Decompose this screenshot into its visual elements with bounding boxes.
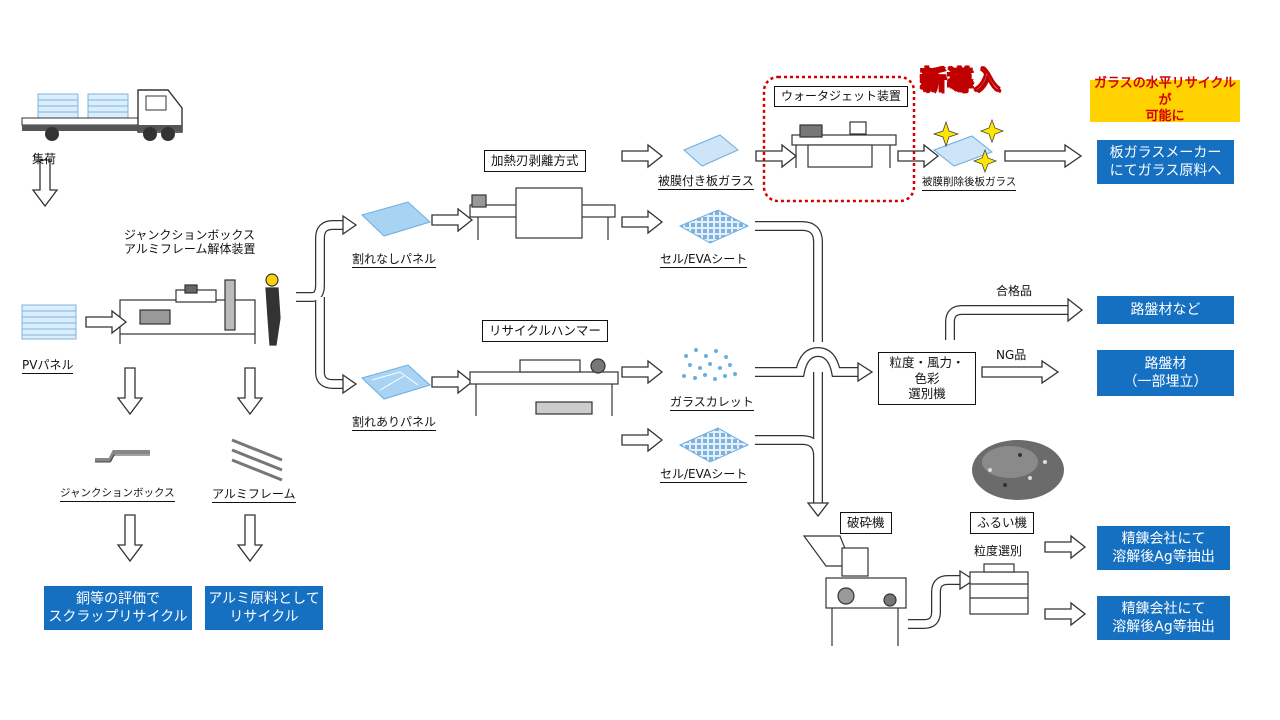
decoated-glass-image <box>932 118 1005 174</box>
output-roadbed-line1: 路盤材 <box>1144 355 1187 372</box>
crusher-machine <box>802 535 907 646</box>
highlight-line2: 可能に <box>1145 109 1185 125</box>
sieve-machine <box>969 563 1029 615</box>
label-crusher: 破砕機 <box>840 512 892 534</box>
output-copper-line1: 銅等の評価で <box>76 590 160 607</box>
label-cell-eva-2: セル/EVAシート <box>660 467 748 484</box>
label-pass: 合格品 <box>996 284 1033 298</box>
label-ng: NG品 <box>996 348 1027 362</box>
output-smelter-b-line1: 精錬会社にて <box>1121 600 1206 617</box>
broken-panel-image <box>361 364 431 400</box>
output-alu-line2: リサイクル <box>229 609 299 625</box>
output-smelter-a-line2: 溶解後Ag等抽出 <box>1112 549 1215 565</box>
output-roadbed: 路盤材 （一部埋立） <box>1097 350 1234 396</box>
label-new-intro: 新導入 <box>919 66 1002 97</box>
label-pv-panel: PVパネル <box>22 358 74 375</box>
highlight-banner: ガラスの水平リサイクルが 可能に <box>1090 76 1240 124</box>
label-coated-glass: 被膜付き板ガラス <box>658 174 754 191</box>
label-broken-panel: 割れありパネル <box>352 415 437 432</box>
output-smelter-a: 精錬会社にて 溶解後Ag等抽出 <box>1097 526 1230 570</box>
unbroken-panel-image <box>361 201 431 237</box>
output-smelter-b: 精錬会社にて 溶解後Ag等抽出 <box>1097 596 1230 640</box>
label-decoated-glass: 被膜削除後板ガラス <box>922 176 1017 191</box>
label-junction-box: ジャンクションボックス <box>60 487 175 502</box>
output-copper-line2: スクラップリサイクル <box>48 609 188 625</box>
cell-eva-image-2 <box>678 427 750 463</box>
truck-illustration <box>21 89 183 141</box>
output-roadbed-line2: （一部埋立） <box>1123 374 1208 390</box>
waterjet-machine <box>791 121 897 168</box>
label-sorter-line2: 選別機 <box>908 386 946 402</box>
disassembly-machine <box>119 273 281 346</box>
aluminum-frame-icon <box>231 438 283 482</box>
label-collection: 集荷 <box>32 152 57 166</box>
output-smelter-a-line1: 精錬会社にて <box>1121 530 1206 547</box>
output-glass-maker-line1: 板ガラスメーカー <box>1109 144 1222 161</box>
label-sieve: ふるい機 <box>970 512 1035 534</box>
output-copper-scrap: 銅等の評価で スクラップリサイクル <box>44 586 192 630</box>
highlight-line1: ガラスの水平リサイクルが <box>1093 75 1237 108</box>
label-unbroken-panel: 割れなしパネル <box>352 252 437 269</box>
output-roadbed-etc-text: 路盤材など <box>1130 301 1201 318</box>
heated-blade-machine <box>469 187 616 240</box>
glass-cullet-image <box>682 348 737 381</box>
label-jb-device-line1: ジャンクションボックス <box>124 228 256 242</box>
label-recycle-hammer: リサイクルハンマー <box>482 320 608 342</box>
cell-eva-image-1 <box>678 209 750 244</box>
granule-photo <box>970 430 1068 502</box>
output-alu-line1: アルミ原料として <box>208 590 320 607</box>
coated-glass-image <box>683 134 739 167</box>
junction-box-icon <box>95 450 150 463</box>
label-jb-device-line2: アルミフレーム解体装置 <box>124 242 256 257</box>
label-particle-sort: 粒度選別 <box>974 544 1023 558</box>
output-roadbed-etc: 路盤材など <box>1097 296 1234 324</box>
label-glass-cullet: ガラスカレット <box>670 395 754 412</box>
label-sorter-line1: 粒度・風力・色彩 <box>889 355 965 386</box>
label-cell-eva-1: セル/EVAシート <box>660 252 748 269</box>
output-glass-maker-line2: にてガラス原料へ <box>1109 163 1222 179</box>
label-waterjet: ウォータジェット装置 <box>774 86 909 107</box>
new-equipment-highlight <box>762 75 916 203</box>
pv-panel-stack <box>21 304 77 340</box>
label-sorter: 粒度・風力・色彩 選別機 <box>878 352 976 405</box>
output-aluminum-recycle: アルミ原料として リサイクル <box>205 586 323 630</box>
label-aluminum-frame: アルミフレーム <box>212 487 296 504</box>
output-smelter-b-line2: 溶解後Ag等抽出 <box>1112 619 1215 635</box>
recycle-hammer-machine <box>469 358 619 416</box>
label-heated-blade: 加熱刃剥離方式 <box>484 150 586 172</box>
output-glass-maker: 板ガラスメーカー にてガラス原料へ <box>1097 140 1234 184</box>
label-jb-device: ジャンクションボックス アルミフレーム解体装置 <box>124 228 256 257</box>
